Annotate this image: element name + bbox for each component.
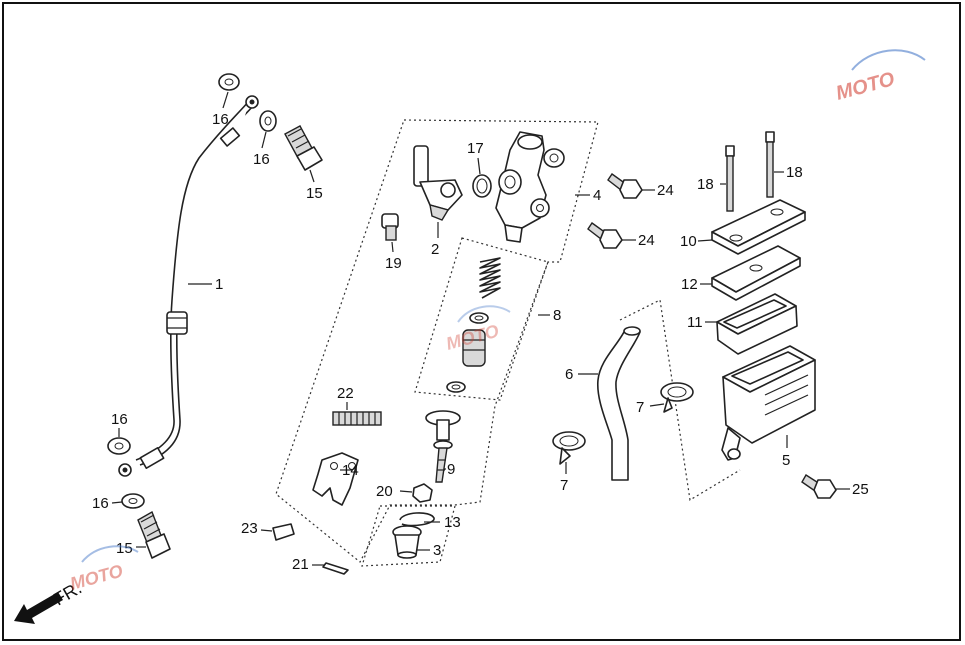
- banjo-bolt-upper: [284, 125, 323, 171]
- callout-10: 10: [680, 233, 697, 250]
- callout-6: 6: [565, 366, 573, 383]
- banjo-bolt-lower: [137, 510, 171, 559]
- diaphragm-plate: [711, 245, 801, 301]
- callout-18a: 18: [697, 176, 714, 193]
- callout-2: 2: [431, 241, 439, 258]
- callout-12: 12: [681, 276, 698, 293]
- cotter-pin: [322, 562, 349, 575]
- watermark-text-bottom-left: MOTO: [68, 561, 125, 594]
- brake-hose: [118, 95, 259, 477]
- piston-kit: [446, 257, 501, 393]
- callout-25: 25: [852, 481, 869, 498]
- watermark-logo-top-right: MOTO: [834, 49, 926, 105]
- callout-23: 23: [241, 520, 258, 537]
- hose-clamp-lower: [552, 431, 586, 465]
- callout-16c: 16: [111, 411, 128, 428]
- callout-4: 4: [593, 187, 601, 204]
- rubber-block: [272, 523, 295, 541]
- callout-3: 3: [433, 542, 441, 559]
- inlet-bolt: [381, 213, 399, 241]
- callout-15b: 15: [116, 540, 133, 557]
- reservoir-inlet-elbow: [413, 145, 463, 221]
- clevis-joint: [312, 452, 359, 506]
- callout-11: 11: [687, 314, 703, 331]
- callout-15a: 15: [306, 185, 323, 202]
- callout-22: 22: [337, 385, 354, 402]
- mounting-bolt: [801, 474, 837, 499]
- watermark-text-top-right: MOTO: [834, 68, 898, 105]
- fluid-reservoir: [721, 345, 816, 461]
- cup-group-outline: [361, 505, 456, 567]
- callout-24a: 24: [657, 182, 674, 199]
- callout-24b: 24: [638, 232, 655, 249]
- callout-21: 21: [292, 556, 309, 573]
- cap-screw-right: [765, 131, 775, 198]
- callout-14: 14: [342, 462, 359, 479]
- callout-13: 13: [444, 514, 461, 531]
- callout-8: 8: [553, 307, 561, 324]
- callout-5: 5: [782, 452, 790, 469]
- reservoir-bolt-upper: [607, 173, 643, 199]
- push-rod: [425, 410, 461, 483]
- reservoir-hose: [597, 326, 641, 481]
- hose-clamp-upper: [660, 382, 694, 413]
- dust-boot: [392, 525, 422, 559]
- circlip: [399, 512, 435, 527]
- callout-9: 9: [447, 461, 455, 478]
- reservoir-bolt-lower: [587, 222, 623, 249]
- callout-16d: 16: [92, 495, 109, 512]
- callout-17: 17: [467, 140, 484, 157]
- master-cylinder-body: [495, 131, 565, 243]
- callout-16a: 16: [212, 111, 229, 128]
- callout-16b: 16: [253, 151, 270, 168]
- push-rod-nut: [412, 483, 433, 503]
- master-cylinder-group-outline: [275, 119, 599, 563]
- cap-screw-left: [725, 145, 735, 212]
- spring-pin: [332, 411, 382, 426]
- callout-18b: 18: [786, 164, 803, 181]
- callout-19: 19: [385, 255, 402, 272]
- callout-1: 1: [215, 276, 223, 293]
- callout-7a: 7: [636, 399, 644, 416]
- callout-7b: 7: [560, 477, 568, 494]
- callout-20: 20: [376, 483, 393, 500]
- reservoir-cap: [711, 199, 806, 255]
- piston-kit-group-outline: [414, 237, 549, 401]
- reservoir-diaphragm: [716, 293, 798, 355]
